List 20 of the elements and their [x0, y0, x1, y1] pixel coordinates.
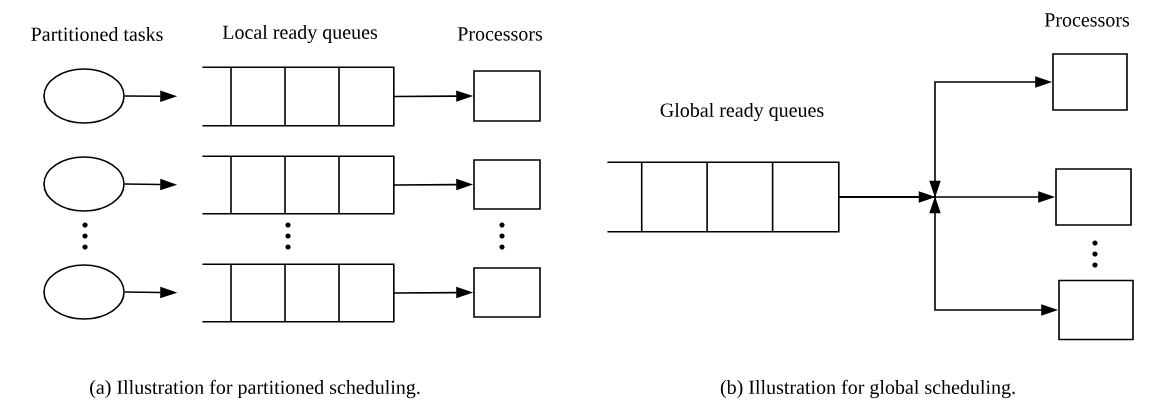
column-heading: Processors — [1044, 13, 1130, 27]
processor-box — [1052, 53, 1128, 111]
processor-box — [473, 70, 541, 122]
column-heading: Processors — [457, 27, 543, 41]
processor-box — [473, 267, 541, 318]
queue-drawing — [202, 66, 395, 127]
caption: (b) Illustration for global scheduling. — [720, 379, 1015, 399]
queue-drawing — [202, 155, 395, 215]
queue-drawing — [202, 263, 395, 323]
task-ellipse — [43, 264, 125, 320]
task-ellipse — [43, 68, 125, 124]
caption: (a) Illustration for partitioned scheduling. — [90, 379, 420, 399]
processor-box — [1058, 279, 1134, 341]
processor-box — [1055, 168, 1132, 226]
task-ellipse — [43, 156, 125, 212]
queue-drawing — [607, 161, 840, 233]
column-heading: Global ready queues — [660, 102, 824, 122]
column-heading: Partitioned tasks — [31, 26, 163, 42]
column-heading: Local ready queues — [222, 24, 378, 44]
processor-box — [473, 159, 541, 210]
